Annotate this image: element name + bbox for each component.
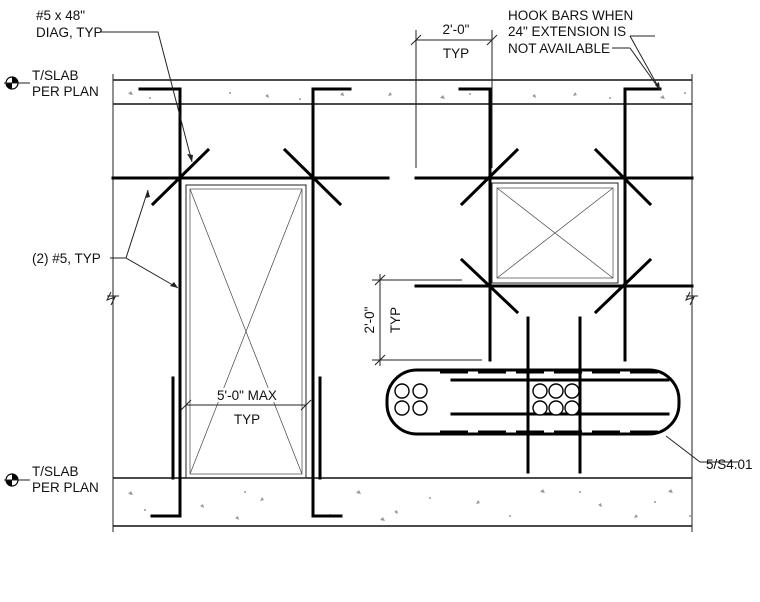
tall-opening <box>185 184 307 479</box>
dim-top-2ft <box>410 30 498 168</box>
leaders <box>100 31 738 463</box>
dim-top-value: 2'-0" <box>443 22 470 37</box>
right-opening-bars <box>458 87 662 474</box>
dim-opening-typ: TYP <box>234 412 260 427</box>
bottom-slab-marker <box>4 473 30 487</box>
edge-bars-label: (2) #5, TYP <box>32 251 101 266</box>
top-slab-marker <box>4 76 30 90</box>
break-marks <box>105 291 698 306</box>
diagonal-bars <box>150 147 653 315</box>
dim-side-2ft <box>372 274 482 366</box>
dim-side-typ: TYP <box>388 307 403 333</box>
bottom-slab <box>112 302 693 532</box>
hook-note-1: HOOK BARS WHEN <box>508 8 633 23</box>
top-slab <box>112 74 693 302</box>
left-opening-bars <box>138 87 352 518</box>
dim-top-typ: TYP <box>443 46 469 61</box>
leader-arrowheads <box>145 82 660 288</box>
square-opening <box>491 182 619 284</box>
bottom-slab-label-1: T/SLAB <box>32 464 79 479</box>
pipe-bank <box>385 368 681 436</box>
hook-note-3: NOT AVAILABLE <box>508 41 610 56</box>
dim-side-value: 2'-0" <box>362 306 377 333</box>
diag-bar-label-2: DIAG, TYP <box>36 25 103 40</box>
dim-opening-width <box>180 399 312 411</box>
bottom-slab-label-2: PER PLAN <box>32 480 99 495</box>
dim-opening-value: 5'-0" MAX <box>217 388 277 403</box>
diag-bar-label-1: #5 x 48" <box>36 8 85 23</box>
horizontal-bars <box>111 176 694 288</box>
top-slab-label-1: T/SLAB <box>32 68 79 83</box>
hook-note-2: 24" EXTENSION IS <box>508 24 626 39</box>
detail-ref-label: 5/S4.01 <box>706 457 753 472</box>
top-slab-label-2: PER PLAN <box>32 84 99 99</box>
